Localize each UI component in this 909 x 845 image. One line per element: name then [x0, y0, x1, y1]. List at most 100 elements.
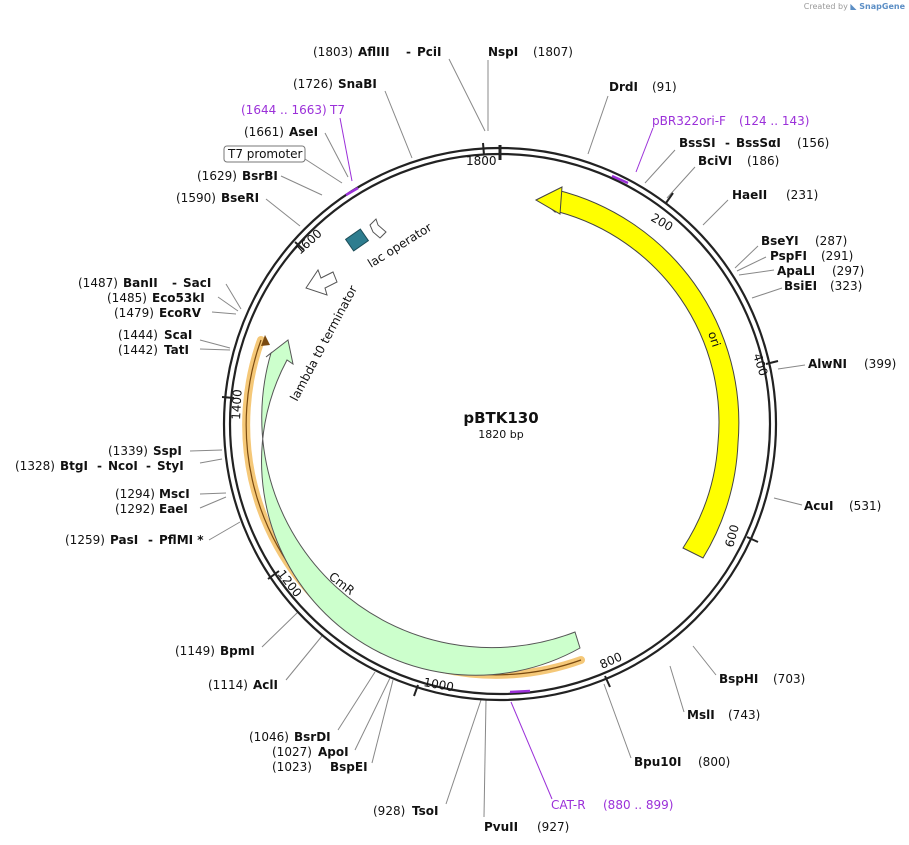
site-label-bcivi[interactable]: BciVI (186): [698, 154, 779, 168]
site-label-tati[interactable]: (1442) TatI: [118, 343, 189, 357]
site-num: (291): [821, 249, 853, 263]
site-label-scai[interactable]: (1444) ScaI: [118, 328, 192, 342]
site-label-msli[interactable]: MslI (743): [687, 708, 760, 722]
site-label-bseyi[interactable]: BseYI (287): [761, 234, 847, 248]
site-label-bsphi[interactable]: BspHI (703): [719, 672, 805, 686]
ori-feature-arrow[interactable]: [539, 189, 740, 559]
site-num: (156): [797, 136, 829, 150]
site-name2: SacI: [183, 276, 211, 290]
site-label-pspfi[interactable]: PspFI (291): [770, 249, 853, 263]
site-name: BtgI: [60, 459, 88, 473]
site-label-apoi[interactable]: (1027) ApoI: [272, 745, 349, 759]
site-label-msci[interactable]: (1294) MscI: [115, 487, 190, 501]
site-num: (186): [747, 154, 779, 168]
site-label-asei[interactable]: (1661) AseI: [244, 125, 318, 139]
site-num: (323): [830, 279, 862, 293]
site-num: (91): [652, 80, 677, 94]
tick-label-1600: 1600: [293, 226, 325, 257]
tick-label-1400: 1400: [229, 389, 245, 420]
site-name: BssSI: [679, 136, 716, 150]
plasmid-name: pBTK130: [463, 409, 538, 427]
ori-label: ori: [705, 330, 723, 349]
snapgene-credit: Created by ◣ SnapGene: [804, 2, 905, 11]
site-label-sspi[interactable]: (1339) SspI: [108, 444, 182, 458]
t7-primer-mark: [345, 186, 359, 197]
site-label-tsoi[interactable]: (928) TsoI: [373, 804, 438, 818]
site-name: BciVI: [698, 154, 732, 168]
tick-label-800: 800: [598, 650, 625, 672]
site-num: (1149): [175, 644, 215, 658]
site-name: MscI: [159, 487, 190, 501]
primer-label-cat-r[interactable]: CAT-R (880 .. 899): [551, 798, 673, 812]
primer-labels: (1644 .. 1663) T7 pBR322ori-F (124 .. 14…: [241, 103, 809, 812]
site-label-drdi[interactable]: DrdI (91): [609, 80, 677, 94]
site-label-banii-saci[interactable]: (1487) BanII - SacI: [78, 276, 211, 290]
site-label-apali[interactable]: ApaLI (297): [777, 264, 864, 278]
lambda-t0-terminator-arrow[interactable]: [305, 268, 338, 296]
site-label-nspi[interactable]: NspI (1807): [488, 45, 573, 59]
site-label-acli[interactable]: (1114) AclI: [208, 678, 278, 692]
credit-prefix: Created by: [803, 2, 848, 11]
primer-label-pbr322ori-f[interactable]: pBR322ori-F (124 .. 143): [652, 114, 809, 128]
site-num: (1590): [176, 191, 216, 205]
site-num: (1292): [115, 502, 155, 516]
site-label-bsiei[interactable]: BsiEI (323): [784, 279, 862, 293]
site-label-bsrbi[interactable]: (1629) BsrBI: [197, 169, 278, 183]
site-label-afliii-pcii[interactable]: (1803) AflIII - PciI: [313, 45, 442, 59]
site-label-bsrdi[interactable]: (1046) BsrDI: [249, 730, 331, 744]
site-name: PasI: [110, 533, 138, 547]
site-name: TsoI: [412, 804, 438, 818]
site-num: (1027): [272, 745, 312, 759]
site-label-bpu10i[interactable]: Bpu10I (800): [634, 755, 730, 769]
site-label-bseri[interactable]: (1590) BseRI: [176, 191, 259, 205]
site-name: BspHI: [719, 672, 758, 686]
site-num: (927): [537, 820, 569, 834]
site-label-eaei[interactable]: (1292) EaeI: [115, 502, 188, 516]
site-label-eco53ki[interactable]: (1485) Eco53kI: [107, 291, 205, 305]
ori-arrow-head: [534, 186, 563, 215]
credit-brand: SnapGene: [859, 2, 905, 11]
site-label-acui[interactable]: AcuI (531): [804, 499, 881, 513]
site-num: (928): [373, 804, 405, 818]
site-label-snabi[interactable]: (1726) SnaBI: [293, 77, 377, 91]
primer-name: T7: [329, 103, 345, 117]
site-name2: BssSαI: [736, 136, 781, 150]
site-num: (1114): [208, 678, 248, 692]
site-label-ecorv[interactable]: (1479) EcoRV: [114, 306, 202, 320]
site-num: (1023): [272, 760, 312, 774]
site-label-pvuii[interactable]: PvuII (927): [484, 820, 569, 834]
site-num: (1339): [108, 444, 148, 458]
site-label-bspei[interactable]: (1023) BspEI: [272, 760, 368, 774]
site-label-bsssi-bsssai[interactable]: BssSI - BssSαI (156): [679, 136, 829, 150]
site-label-bpmi[interactable]: (1149) BpmI: [175, 644, 255, 658]
site-name: DrdI: [609, 80, 638, 94]
lac-operator-box[interactable]: [344, 228, 370, 252]
site-num: (1442): [118, 343, 158, 357]
site-label-btgi-ncoi-styi[interactable]: (1328) BtgI - NcoI - StyI: [15, 459, 184, 473]
primer-range: (124 .. 143): [739, 114, 809, 128]
site-leader-lines: [189, 58, 806, 818]
site-label-haeii[interactable]: HaeII (231): [732, 188, 818, 202]
site-num: (297): [832, 264, 864, 278]
site-name: AclI: [253, 678, 278, 692]
cmr-feature-arrow[interactable]: [261, 339, 581, 676]
site-label-alwni[interactable]: AlwNI (399): [808, 357, 896, 371]
plasmid-size: 1820 bp: [478, 428, 523, 441]
site-num: (800): [698, 755, 730, 769]
primer-name: CAT-R: [551, 798, 586, 812]
site-label-pasi-pflmi[interactable]: (1259) PasI - PflMI *: [65, 533, 204, 547]
primer-range: (880 .. 899): [603, 798, 673, 812]
site-num: (1807): [533, 45, 573, 59]
cat-r-primer-mark: [509, 689, 531, 694]
site-name: BseRI: [221, 191, 259, 205]
site-name: AflIII: [358, 45, 390, 59]
site-name: BspEI: [330, 760, 368, 774]
site-name: EcoRV: [159, 306, 202, 320]
primer-label-t7[interactable]: (1644 .. 1663) T7: [241, 103, 345, 117]
pbr322ori-f-primer-mark: [611, 174, 629, 185]
site-num: (1046): [249, 730, 289, 744]
site-num: (287): [815, 234, 847, 248]
primer-leader-lines: [339, 117, 654, 800]
t7-promoter-arrow[interactable]: [369, 218, 387, 239]
tick-marks: [221, 142, 779, 697]
